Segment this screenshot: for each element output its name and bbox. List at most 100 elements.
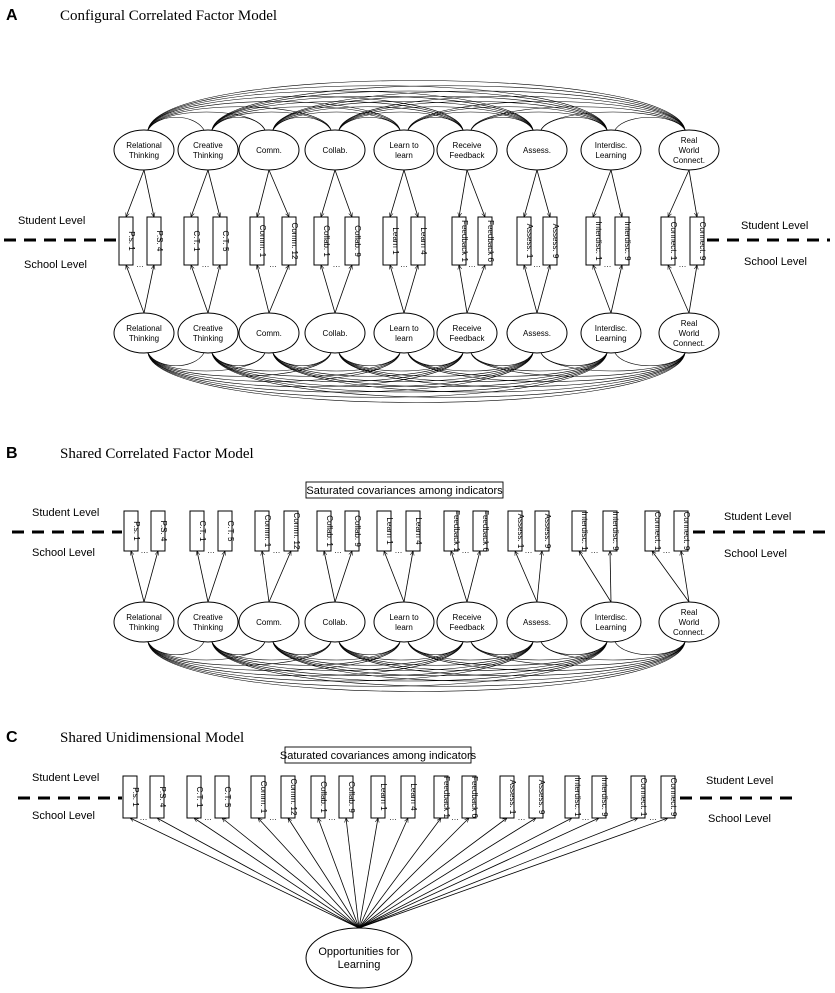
panel-c-indicator-9-2-label: Connect. 9 [669, 778, 678, 817]
panel-c-school-loading-7-2 [358, 818, 536, 929]
panel-b-covariance-arc-28 [407, 641, 534, 661]
panel-c-indicator-8-ellipsis: … [582, 813, 590, 822]
panel-c-student-level-left: Student Level [32, 772, 99, 784]
panel-a-indicator-5-ellipsis: … [400, 260, 408, 269]
panel-b-student-level-left: Student Level [32, 507, 99, 519]
panel-a-indicator-1-ellipsis: … [136, 260, 144, 269]
panel-a-factor-6-ellipse [436, 129, 498, 171]
panel-a-covariance-arc-36 [614, 116, 686, 131]
panel-a-factor-6-label-line1: Receive [453, 141, 482, 150]
panel-a-indicator-3-2-label: Comm. 12 [290, 223, 299, 260]
panel-b-covariance-arc-29 [407, 641, 608, 666]
panel-b-covariance-arc-8 [147, 641, 686, 692]
panel-b-factor-9-label-line2: World [679, 618, 700, 627]
panel-b-indicator-5-1-label: Learn 1 [385, 517, 394, 545]
panel-a-covariance-arc-9 [211, 117, 266, 131]
panel-b-factor-2-label-line2: Thinking [193, 623, 223, 632]
panel-c-indicator-1-ellipsis: … [140, 813, 148, 822]
panel-a-factor-5-ellipse [373, 129, 435, 171]
panel-a-student-loading-5-2 [403, 169, 418, 217]
panel-a-school-loading-4-2 [334, 265, 352, 314]
panel-a-factor-4-label-line1: Collab. [323, 329, 348, 338]
panel-b-school-loading-8-1 [579, 551, 612, 603]
panel-a-covariance-arc-26 [338, 352, 686, 387]
panel-b-indicator-9-1-label: Connect. 1 [653, 512, 662, 551]
panel-c-school-loading-8-1 [358, 817, 572, 929]
panel-b-factor-8-ellipse [580, 601, 642, 643]
panel-b-covariance-arc-24 [338, 641, 534, 666]
panel-a-student-loading-6-1 [459, 169, 468, 217]
panel-c-indicator-2-2-label: C.T. 5 [223, 787, 232, 808]
panel-a-student-loading-6-2 [466, 169, 485, 217]
panel-b-school-loading-2-2 [207, 551, 225, 603]
panel-a-factor-2-ellipse [177, 312, 239, 354]
panel-c-indicator-9-1-label: Connect. 1 [639, 778, 648, 817]
panel-a-factor-3-label-line1: Comm. [256, 146, 282, 155]
panel-a-factor-8-ellipse [580, 129, 642, 171]
panel-a-indicator-8-ellipsis: … [604, 260, 612, 269]
panel-b-indicator-1-ellipsis: … [141, 546, 149, 555]
panel-a-factor-6-ellipse [436, 312, 498, 354]
panel-c-indicator-7-1-label: Assess. 1 [508, 780, 517, 815]
panel-b-indicator-3-1-label: Comm. 1 [263, 515, 272, 548]
panel-a-indicator-7-ellipsis: … [533, 260, 541, 269]
panel-a-covariance-arc-21 [272, 352, 686, 393]
panel-a-covariance-arc-16 [272, 352, 332, 366]
panel-a-covariance-arc-11 [211, 352, 401, 377]
panel-a-student-loading-7-1 [524, 169, 538, 217]
panel-a-student-loading-9-2 [688, 169, 697, 217]
panel-a-school-loading-7-1 [524, 265, 538, 314]
panel-a-indicator-2-2-label: C.T. 5 [221, 231, 230, 252]
panel-a-indicator-9-1-label: Connect. 1 [669, 222, 678, 261]
panel-a-student-loading-1-2 [143, 169, 154, 217]
panel-c-school-level-left: School Level [32, 810, 95, 822]
panel-b-school-loading-4-1 [324, 551, 336, 603]
panel-a-student-loading-4-1 [321, 169, 336, 217]
panel-a-covariance-arc-33 [470, 106, 686, 131]
panel-a-factor-8-label-line1: Interdisc. [595, 324, 627, 333]
panel-b-school-loading-5-1 [384, 551, 405, 603]
panel-c-school-loading-5-2 [358, 818, 409, 929]
panel-c-school-loading-5-1 [358, 818, 378, 929]
panel-a-factor-2-label-line1: Creative [193, 141, 223, 150]
panel-b-indicator-1-2-label: P.S. 4 [159, 521, 168, 542]
panel-a-school-loading-2-2 [207, 265, 220, 314]
panel-c-school-loading-9-1 [358, 818, 638, 929]
panel-b-school-loading-2-1 [197, 551, 209, 603]
panel-a-covariance-arc-9 [211, 352, 266, 366]
panel-b-factor-8-label-line1: Interdisc. [595, 613, 627, 622]
panel-c-school-loading-4-1 [318, 818, 360, 929]
panel-a-covariance-arc-22 [338, 352, 401, 366]
panel-a-factor-2-label-line2: Thinking [193, 334, 223, 343]
panel-a-school-loading-7-2 [536, 265, 550, 314]
panel-b-covariance-arc-14 [211, 641, 608, 682]
panel-a-covariance-arc-20 [272, 96, 608, 131]
panel-b-covariance-arc-34 [540, 641, 608, 656]
panel-a-factor-5-label-line1: Learn to [389, 141, 419, 150]
panel-a-covariance-arc-20 [272, 352, 608, 387]
panel-a-covariance-arc-28 [407, 111, 534, 131]
panel-a-indicator-1-2-label: P.S. 4 [155, 231, 164, 252]
panel-a-covariance-arc-22 [338, 117, 401, 131]
panel-a-school-loading-9-1 [667, 265, 690, 314]
panel-a-factor-5-label-line2: learn [395, 151, 413, 160]
panel-a-covariance-arc-16 [272, 117, 332, 131]
panel-a-covariance-arc-36 [614, 352, 686, 367]
panel-b-indicator-7-2-label: Assess. 9 [543, 514, 552, 549]
panel-b-covariance-arc-11 [211, 641, 401, 666]
panel-a-student-loading-4-2 [334, 169, 352, 217]
panel-a-factor-9-label-line2: World [679, 329, 700, 338]
panel-b-indicator-2-1-label: C.T. 1 [198, 521, 207, 542]
panel-a-school-loading-8-2 [610, 265, 622, 314]
panel-c-general-factor-label-line1: Opportunities for [318, 946, 400, 958]
panel-c-school-level-right: School Level [708, 813, 771, 825]
panel-c-student-level-right: Student Level [706, 775, 773, 787]
panel-a-indicator-6-ellipsis: … [468, 260, 476, 269]
panel-b-factor-1-ellipse [113, 601, 175, 643]
panel-a-covariance-arc-18 [272, 106, 464, 131]
panel-b-factor-8-label-line2: Learning [595, 623, 626, 632]
panel-a-factor-2-label-line1: Creative [193, 324, 223, 333]
panel-a-school-loading-9-2 [688, 265, 697, 314]
panel-c-indicator-5-ellipsis: … [389, 813, 397, 822]
panel-c-indicator-5-2-label: Learn 4 [409, 783, 418, 811]
